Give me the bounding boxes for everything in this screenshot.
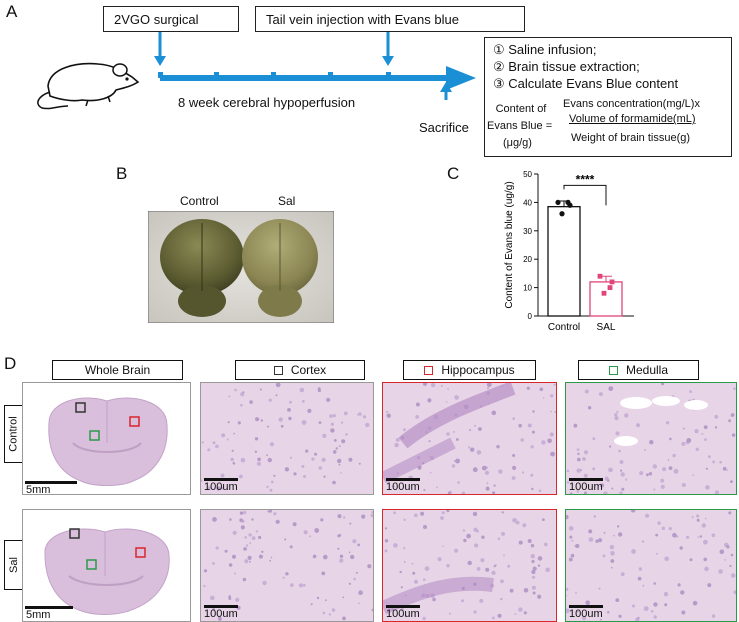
panel-letter-b: B [116,164,128,183]
tissue-texture [203,510,373,621]
hippocampus-sal: 100um [382,509,557,622]
photo-label-sal: Sal [278,194,296,208]
scale-bar [25,606,73,609]
formula-denominator: Weight of brain tissue(g) [571,132,691,144]
photo-label-control: Control [180,194,219,208]
step-2: ② Brain tissue extraction; [493,59,640,74]
y-tick-label: 0 [528,312,533,321]
medulla-control: 100um [565,382,737,495]
x-tick-label: Control [548,322,580,333]
row-label-sal: Sal [4,540,24,590]
whole-brain-sal: 5mm [22,509,191,622]
bar [589,281,623,317]
y-tick-label: 20 [523,255,532,264]
scale-label: 100um [569,608,603,620]
medulla-square-icon [608,365,618,375]
cortex-control: 100um [200,382,374,495]
tissue-texture [566,383,736,494]
header-whole-brain: Whole Brain [52,360,183,380]
steps-box: ① Saline infusion; ② Brain tissue extrac… [484,37,732,157]
timeline-arrow [154,32,476,100]
scale-bar [204,605,238,608]
y-axis-label: Content of Evans blue (ug/g) [504,181,515,308]
scale-bar [386,478,420,481]
scale-label: 100um [204,608,238,620]
scale-label: 100um [204,481,238,493]
bar [547,206,581,317]
scale-bar [386,605,420,608]
scale-label: 100um [386,608,420,620]
data-point [609,279,615,285]
cortex-square-icon [273,365,283,375]
scale-label: 100um [386,481,420,493]
step-1: ① Saline infusion; [493,42,597,57]
whole-brain-control: 5mm [22,382,191,495]
y-tick-label: 50 [523,170,532,179]
data-point [559,211,565,217]
period-label: 8 week cerebral hypoperfusion [178,95,356,110]
data-point [597,273,603,279]
significance-bracket [563,184,607,206]
step-3: ③ Calculate Evans Blue content [493,76,679,91]
tissue-texture [201,383,370,492]
row-label-control: Control [4,405,24,463]
header-cortex: Cortex [235,360,365,380]
scale-label: 5mm [26,609,51,621]
scale-bar [25,481,77,484]
y-tick-label: 10 [523,284,532,293]
hippocampus-control: 100um [382,382,557,495]
brain-photo [148,211,334,323]
scale-bar [569,478,603,481]
scale-bar [569,605,603,608]
scale-label: 5mm [26,484,51,495]
tissue-texture [566,510,736,621]
formula-numerator-1: Evans concentration(mg/L)x [563,98,700,110]
surgery-box: 2VGO surgical [103,6,239,32]
significance-label: **** [576,172,595,186]
sacrifice-label: Sacrifice [419,120,469,135]
medulla-sal: 100um [565,509,737,622]
data-point [601,290,607,296]
header-hippocampus: Hippocampus [403,360,536,380]
formula-numerator-2: Volume of formamide(mL) [569,113,696,125]
hippocampus-square-icon [424,365,434,375]
y-tick-label: 30 [523,227,532,236]
mouse-icon [37,62,140,110]
data-point [567,202,573,208]
scale-label: 100um [569,481,603,493]
x-tick-label: SAL [597,322,616,333]
y-tick-label: 40 [523,198,532,207]
panel-letter-c: C [447,164,460,183]
formula-lhs-2: Evans Blue = [487,120,553,132]
tissue-texture [384,510,550,621]
formula-lhs-1: Content of [495,103,547,115]
panel-letter-d: D [4,354,17,373]
injection-box: Tail vein injection with Evans blue [255,6,525,32]
cortex-sal: 100um [200,509,374,622]
header-medulla: Medulla [578,360,699,380]
scale-bar [204,478,238,481]
data-point [555,199,561,205]
panel-letter-a: A [6,2,18,21]
formula-lhs-3: (μg/g) [503,137,532,149]
data-point [607,285,613,290]
